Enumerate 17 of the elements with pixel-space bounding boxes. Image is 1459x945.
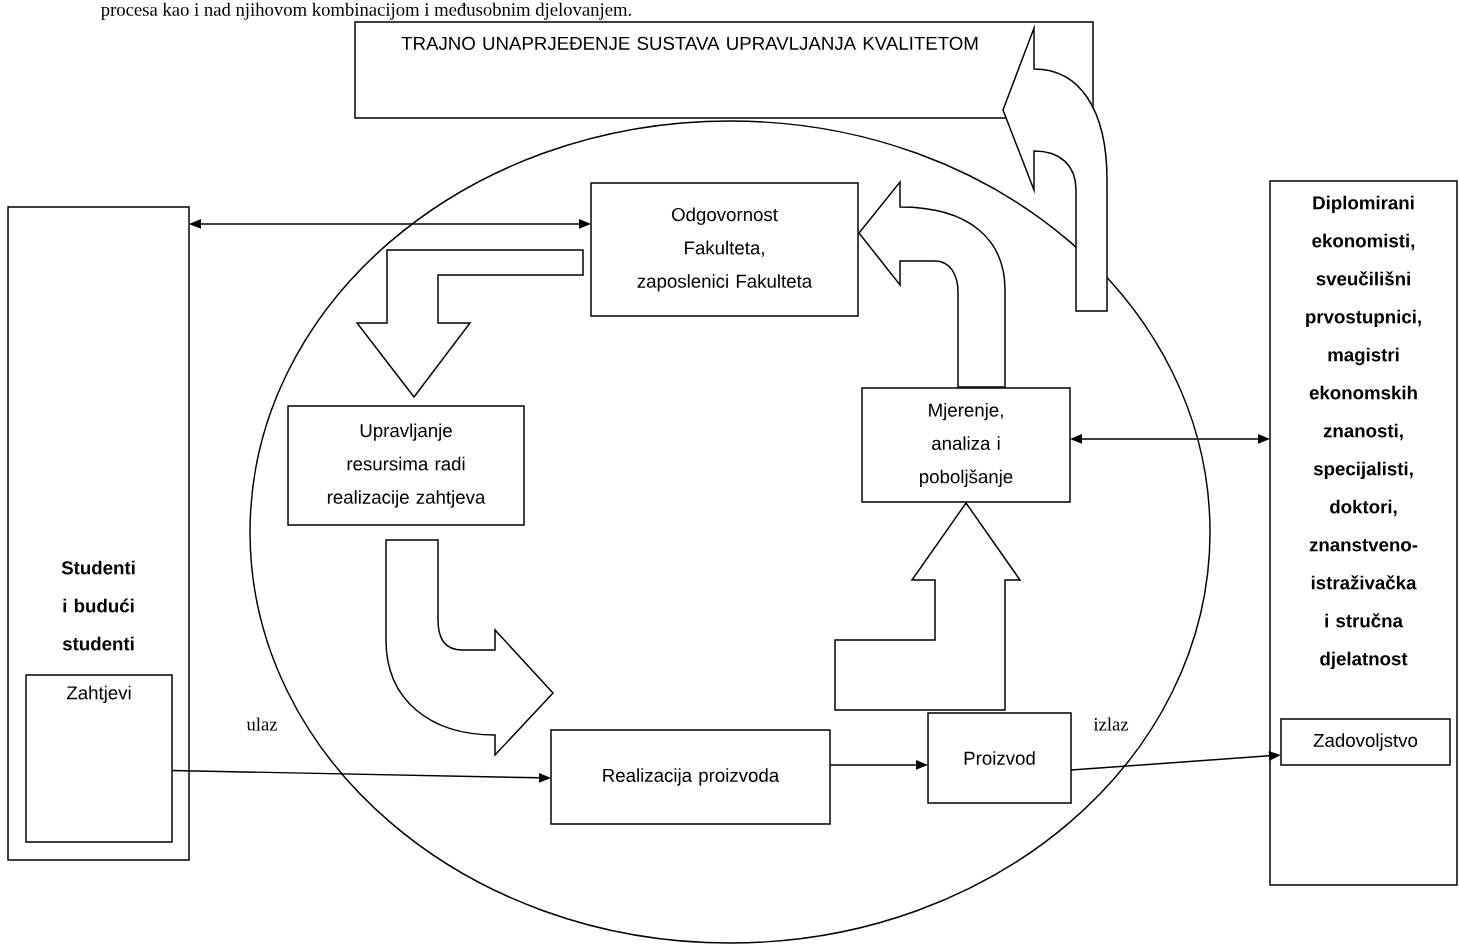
body-text: procesa kao i nad njihovom kombinacijom i međusobnim djelovanjem. (101, 2, 631, 20)
process-box: Zadovoljstvo (1280, 718, 1451, 766)
block-arrow (834, 501, 1022, 711)
process-box: Proizvod (927, 712, 1072, 804)
process-box: TRAJNO UNAPRJEĐENJE SUSTAVA UPRAVLJANJA KVALITETOM (354, 21, 1094, 119)
process-box: Zahtjevi (25, 674, 173, 843)
block-arrow (1002, 27, 1108, 312)
edge-label: izlaz (1092, 716, 1130, 732)
process-box: Upravljanje resursima radi realizacije zahtjeva (287, 405, 525, 526)
edge-label: ulaz (245, 716, 279, 732)
process-box: Mjerenje, analiza i poboljšanje (861, 387, 1071, 503)
process-box: Odgovornost Fakulteta, zaposlenici Fakulteta (590, 182, 859, 317)
process-box: Realizacija proizvoda (550, 729, 831, 825)
block-arrow (385, 539, 554, 756)
cycle-ellipse (249, 120, 1211, 944)
block-arrow (858, 181, 1006, 388)
block-arrow (355, 249, 584, 399)
